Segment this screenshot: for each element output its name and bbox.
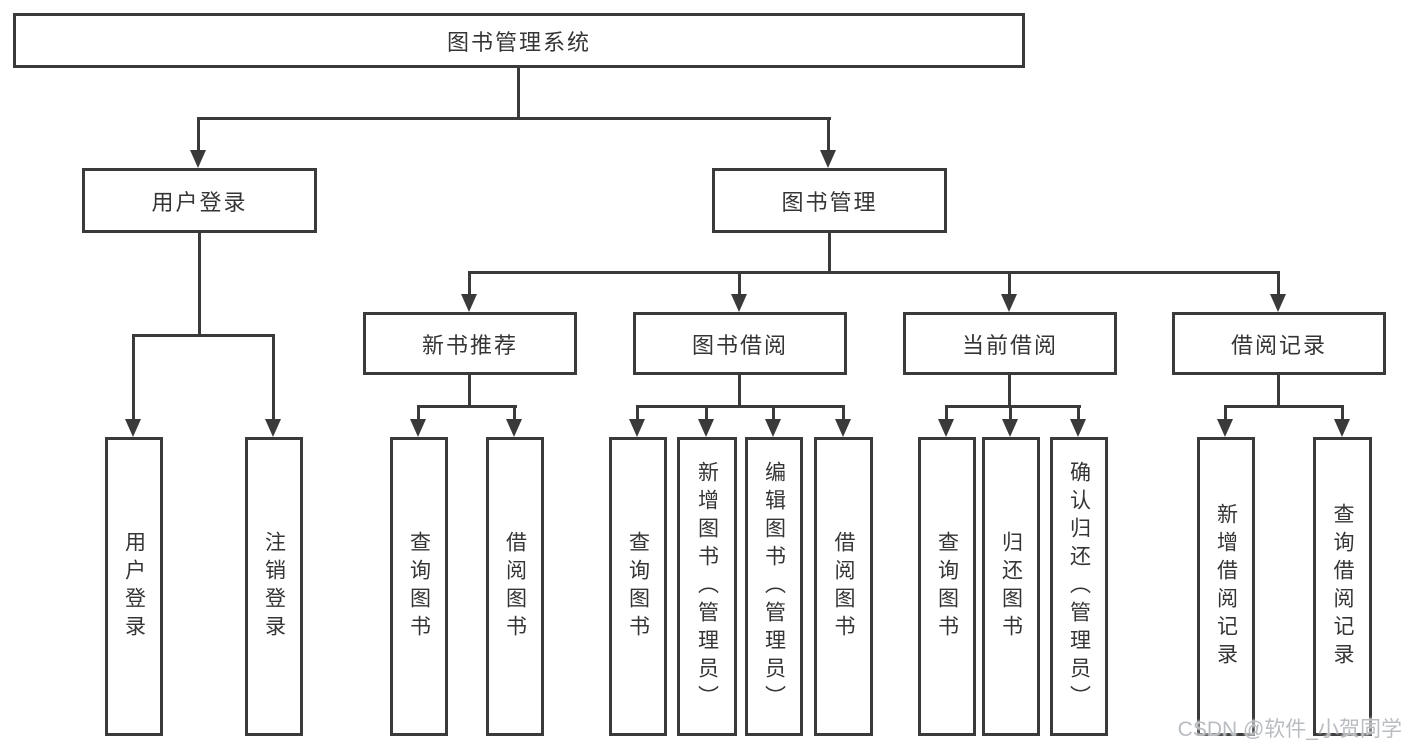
edge-to-book-borrow-shaft — [738, 271, 741, 296]
edge-book-borrow-rail — [636, 405, 845, 408]
edge-book-management-rail — [468, 271, 1280, 274]
leaf-borrow-add-admin: 新增图书（管理员） — [677, 437, 737, 736]
node-new-book-recommend-label: 新书推荐 — [421, 332, 518, 358]
leaf-borrow-edit-admin-label: 编辑图书（管理员） — [762, 460, 786, 713]
arrowhead-to-user-login — [190, 150, 206, 168]
edge-to-newbook-query-shaft — [417, 405, 420, 421]
leaf-borrow-book-label: 借阅图书 — [832, 530, 855, 643]
arrowhead-to-record-query — [1334, 419, 1350, 437]
node-current-borrow-label: 当前借阅 — [961, 332, 1058, 358]
edge-new-book-rail — [417, 405, 517, 408]
edge-user-login-rail — [132, 334, 275, 337]
arrowhead-to-record-add — [1217, 419, 1233, 437]
leaf-borrow-edit-admin: 编辑图书（管理员） — [745, 437, 803, 736]
arrowhead-to-current-confirm — [1070, 419, 1086, 437]
arrowhead-to-newbook-query — [410, 419, 426, 437]
edge-to-borrow-edit-shaft — [772, 405, 775, 421]
node-user-login: 用户登录 — [82, 168, 317, 233]
edge-to-record-add-shaft — [1224, 405, 1227, 421]
leaf-record-query-label: 查询借阅记录 — [1331, 502, 1354, 671]
arrowhead-to-borrow-query — [629, 419, 645, 437]
leaf-borrow-add-admin-label: 新增图书（管理员） — [695, 460, 719, 713]
leaf-logout-label: 注销登录 — [262, 530, 286, 643]
node-book-management: 图书管理 — [712, 168, 947, 233]
node-user-login-label: 用户登录 — [151, 189, 248, 215]
edge-to-current-confirm-shaft — [1077, 405, 1080, 421]
csdn-watermark: CSDN @软件_小贺同学 — [1177, 718, 1402, 741]
edge-to-record-query-shaft — [1341, 405, 1344, 421]
edge-borrow-record-stem — [1277, 375, 1280, 408]
leaf-user-login: 用户登录 — [105, 437, 163, 736]
edge-root-stem — [517, 68, 520, 120]
edge-to-newbook-borrow-shaft — [513, 405, 516, 421]
arrowhead-to-borrow-edit — [765, 419, 781, 437]
edge-to-new-book-shaft — [468, 271, 471, 296]
leaf-borrow-book: 借阅图书 — [814, 437, 873, 736]
leaf-current-return-label: 归还图书 — [999, 530, 1023, 643]
arrowhead-to-current-borrow — [1001, 294, 1017, 312]
arrowhead-to-current-query — [938, 419, 954, 437]
leaf-newbook-borrow: 借阅图书 — [486, 437, 544, 736]
leaf-newbook-query: 查询图书 — [390, 437, 448, 736]
edge-root-rail — [197, 117, 831, 120]
edge-to-borrow-record-shaft — [1277, 271, 1280, 296]
arrowhead-to-leaf-user-login — [125, 419, 141, 437]
node-new-book-recommend: 新书推荐 — [363, 312, 577, 375]
edge-book-management-stem — [828, 233, 831, 274]
edge-to-borrow-add-shaft — [705, 405, 708, 421]
leaf-current-confirm-admin-label: 确认归还（管理员） — [1067, 460, 1091, 713]
edge-current-borrow-stem — [1008, 375, 1011, 408]
arrowhead-to-newbook-borrow — [506, 419, 522, 437]
node-root-label: 图书管理系统 — [446, 29, 591, 55]
arrowhead-to-new-book — [461, 294, 477, 312]
leaf-borrow-query-label: 查询图书 — [626, 530, 650, 643]
node-root: 图书管理系统 — [13, 13, 1025, 68]
leaf-record-query: 查询借阅记录 — [1313, 437, 1372, 736]
edge-book-borrow-stem — [738, 375, 741, 408]
node-current-borrow: 当前借阅 — [903, 312, 1117, 375]
edge-to-current-query-shaft — [945, 405, 948, 421]
leaf-record-add: 新增借阅记录 — [1197, 437, 1255, 736]
edge-new-book-stem — [468, 375, 471, 408]
edge-to-borrow-query-shaft — [636, 405, 639, 421]
leaf-newbook-query-label: 查询图书 — [407, 530, 431, 643]
leaf-record-add-label: 新增借阅记录 — [1214, 502, 1238, 671]
edge-current-borrow-rail — [945, 405, 1081, 408]
edge-to-leaf-user-login-shaft — [132, 334, 135, 421]
edge-root-to-user-login-shaft — [197, 117, 200, 152]
node-book-management-label: 图书管理 — [781, 189, 878, 215]
edge-to-current-return-shaft — [1009, 405, 1012, 421]
edge-to-leaf-logout-shaft — [272, 334, 275, 421]
arrowhead-to-book-management — [820, 150, 836, 168]
leaf-current-return: 归还图书 — [982, 437, 1040, 736]
leaf-newbook-borrow-label: 借阅图书 — [503, 530, 527, 643]
edge-to-current-borrow-shaft — [1008, 271, 1011, 296]
node-borrow-record: 借阅记录 — [1172, 312, 1386, 375]
arrowhead-to-book-borrow — [731, 294, 747, 312]
node-borrow-record-label: 借阅记录 — [1230, 332, 1327, 358]
edge-to-borrow-book-shaft — [842, 405, 845, 421]
leaf-logout: 注销登录 — [245, 437, 303, 736]
arrowhead-to-borrow-add — [698, 419, 714, 437]
edge-borrow-record-rail — [1224, 405, 1344, 408]
arrowhead-to-borrow-record — [1270, 294, 1286, 312]
edge-user-login-stem — [198, 233, 201, 337]
leaf-current-confirm-admin: 确认归还（管理员） — [1050, 437, 1108, 736]
node-book-borrow: 图书借阅 — [633, 312, 847, 375]
leaf-current-query: 查询图书 — [918, 437, 976, 736]
node-book-borrow-label: 图书借阅 — [691, 332, 788, 358]
arrowhead-to-current-return — [1002, 419, 1018, 437]
leaf-current-query-label: 查询图书 — [935, 530, 959, 643]
arrowhead-to-borrow-book — [835, 419, 851, 437]
leaf-borrow-query: 查询图书 — [609, 437, 667, 736]
arrowhead-to-leaf-logout — [265, 419, 281, 437]
edge-root-to-book-management-shaft — [827, 117, 830, 152]
leaf-user-login-label: 用户登录 — [122, 530, 146, 643]
